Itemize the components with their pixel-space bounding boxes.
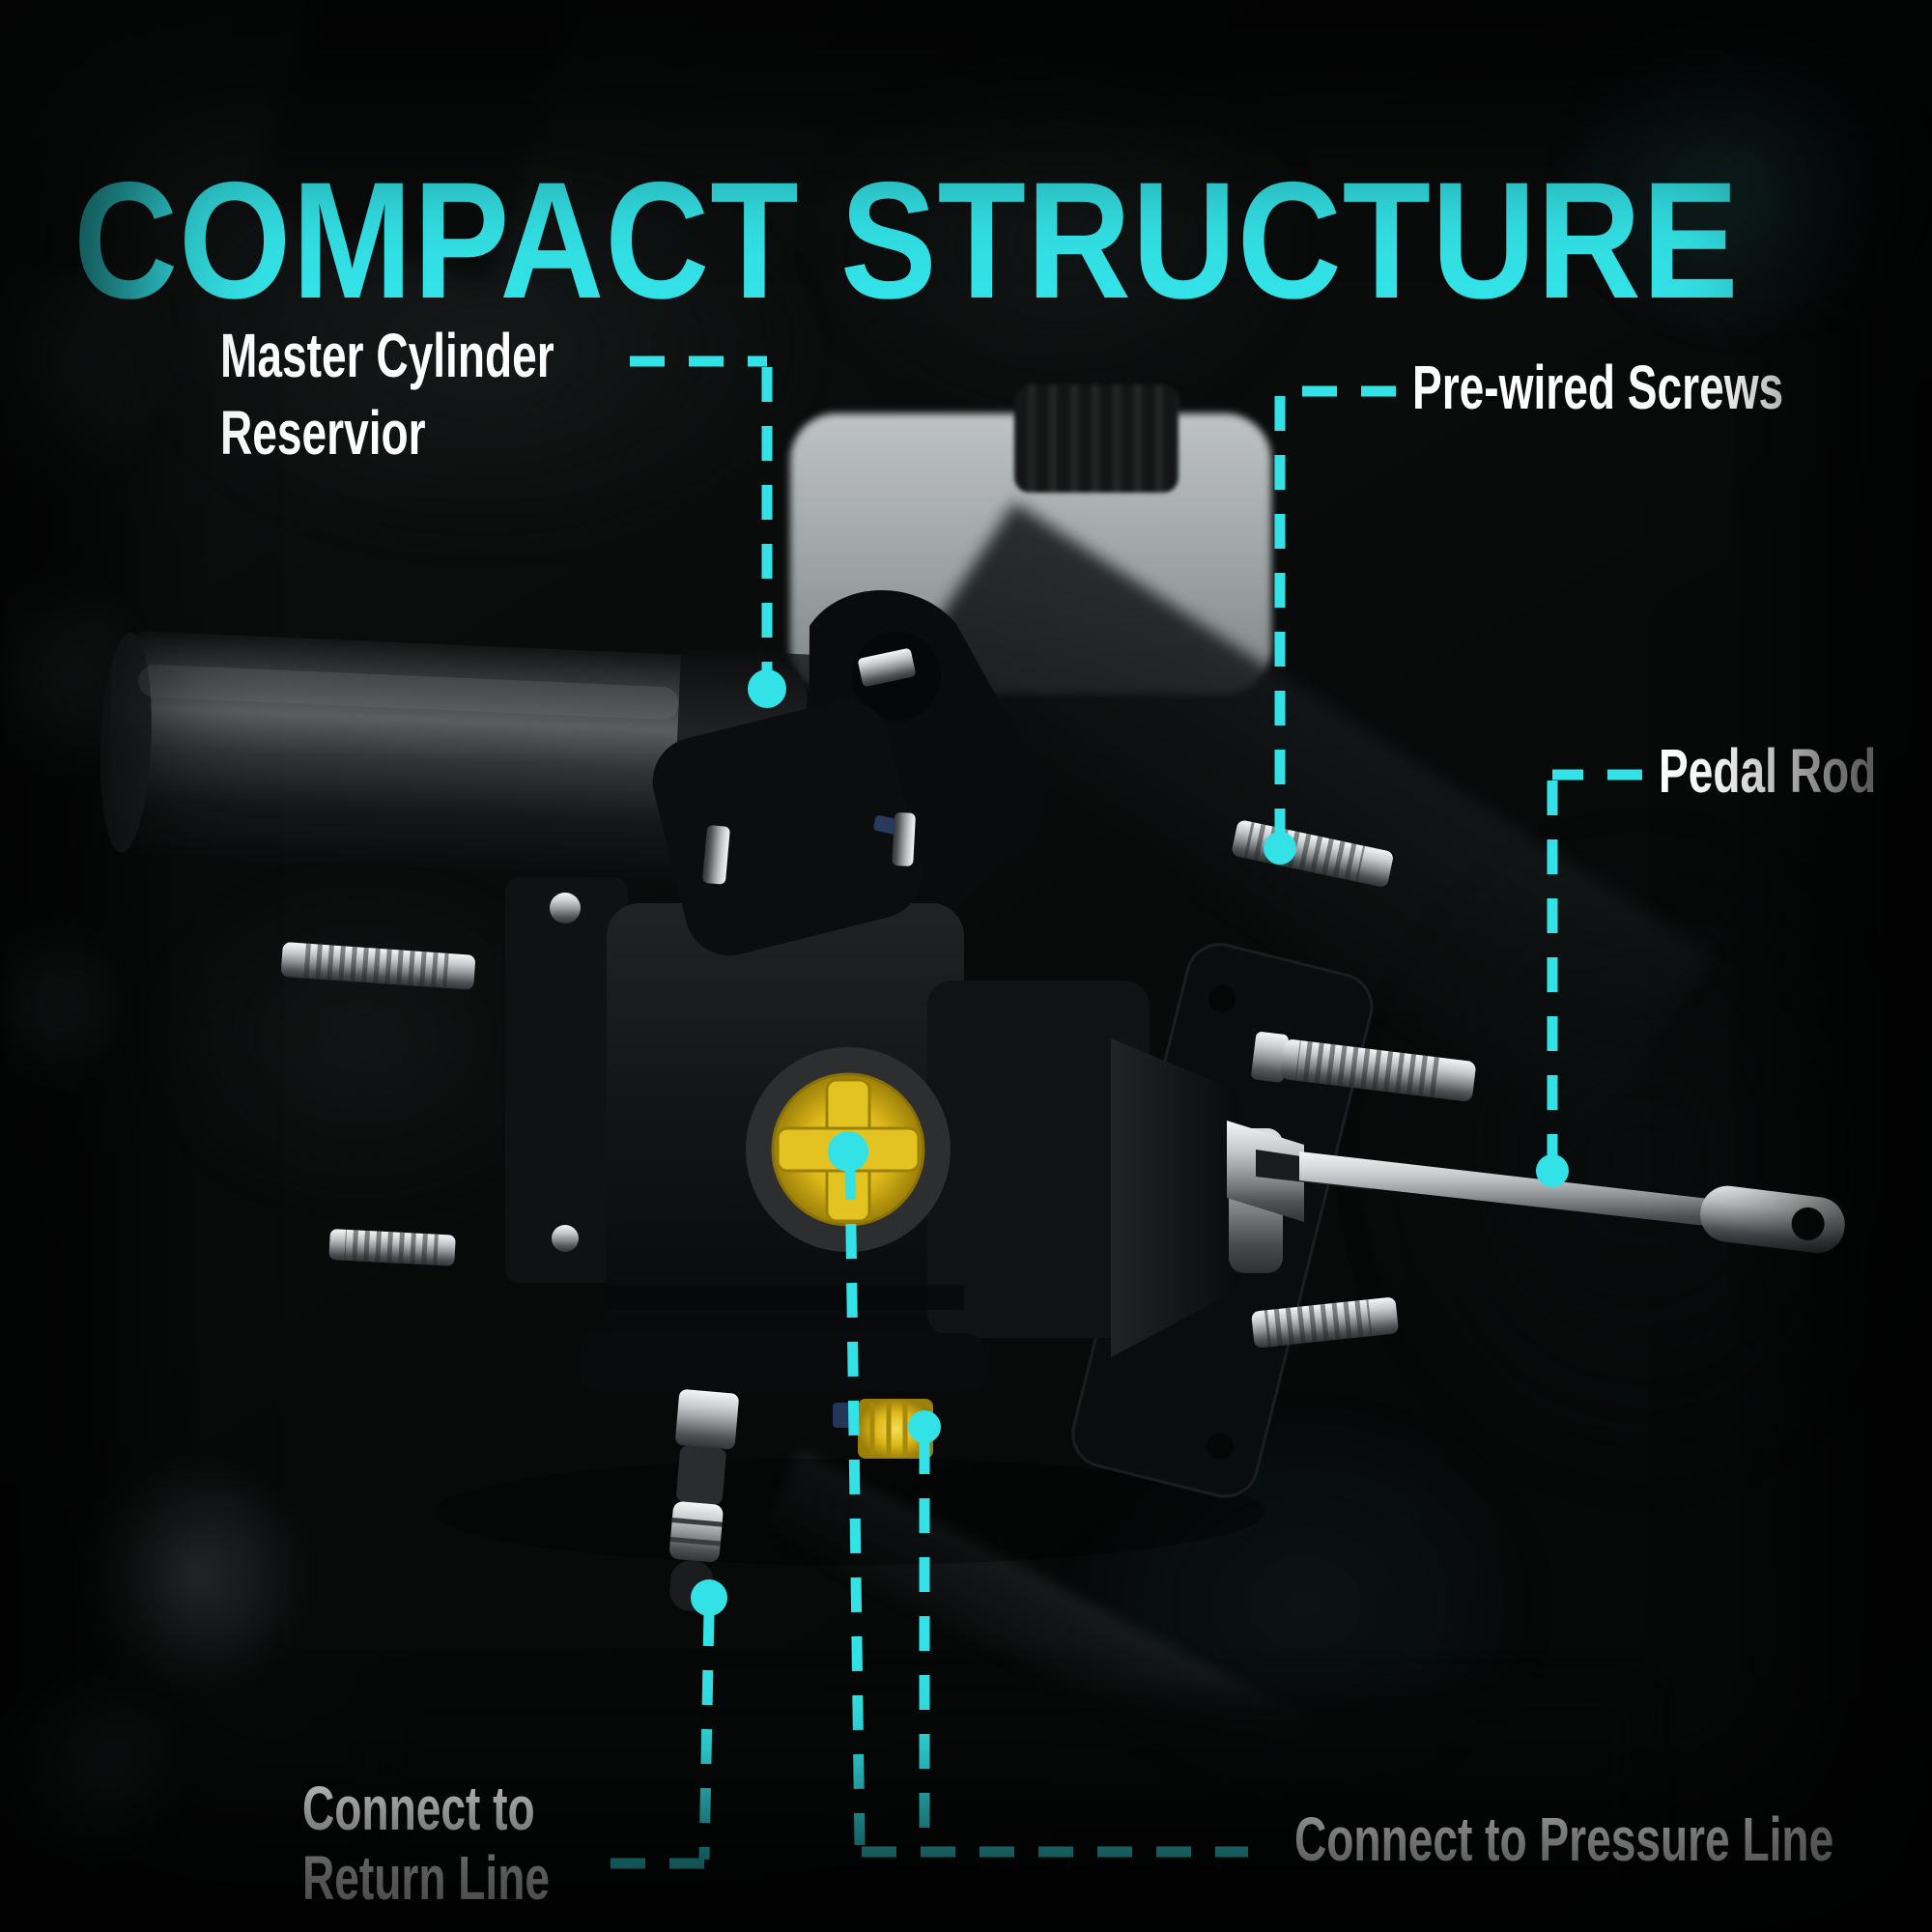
callout-dot-return [691, 1579, 727, 1616]
label-line: Connect to [302, 1774, 535, 1843]
label-line: Return Line [302, 1843, 551, 1913]
stud-left-top [281, 942, 475, 990]
callout-line-reservoir [630, 355, 786, 708]
page-title: COMPACT STRUCTURE [73, 148, 1740, 334]
label-connect-return-line: Connect to Return Line [302, 1774, 550, 1913]
pedal-rod [1227, 1121, 1845, 1254]
callout-dot-pressure-port [908, 1410, 941, 1443]
callout-dot-reservoir [748, 669, 786, 708]
stud-left-mid [328, 1229, 456, 1266]
stud-right-bottom [1251, 1297, 1399, 1348]
callout-line-pressure [828, 1131, 1248, 1858]
bolt-top-body-2 [892, 812, 916, 867]
callout-line-pedal-rod [1536, 769, 1642, 1187]
label-pre-wired-screws: Pre-wired Screws [1412, 353, 1784, 422]
label-pedal-rod: Pedal Rod [1659, 736, 1877, 806]
callout-dot-screws [1264, 832, 1296, 865]
callout-dot-pedal-rod [1536, 1154, 1569, 1187]
label-master-cylinder-reservoir: Master Cylinder Reservior [220, 317, 554, 471]
bolt-top-body [702, 825, 730, 885]
callout-line-screws [1264, 385, 1396, 865]
label-line: Master Cylinder [220, 321, 554, 390]
callout-dot-pressure-cap [828, 1131, 868, 1172]
stud-right-mid [1251, 1032, 1476, 1102]
ground-shadow [435, 1459, 1265, 1565]
callout-line-return [597, 1579, 727, 1869]
label-connect-pressure-line: Connect to Pressure Line [1294, 1804, 1834, 1874]
pedal-rod-end [1700, 1185, 1845, 1254]
label-line: Reservior [220, 398, 426, 468]
pressure-port [833, 1399, 933, 1459]
